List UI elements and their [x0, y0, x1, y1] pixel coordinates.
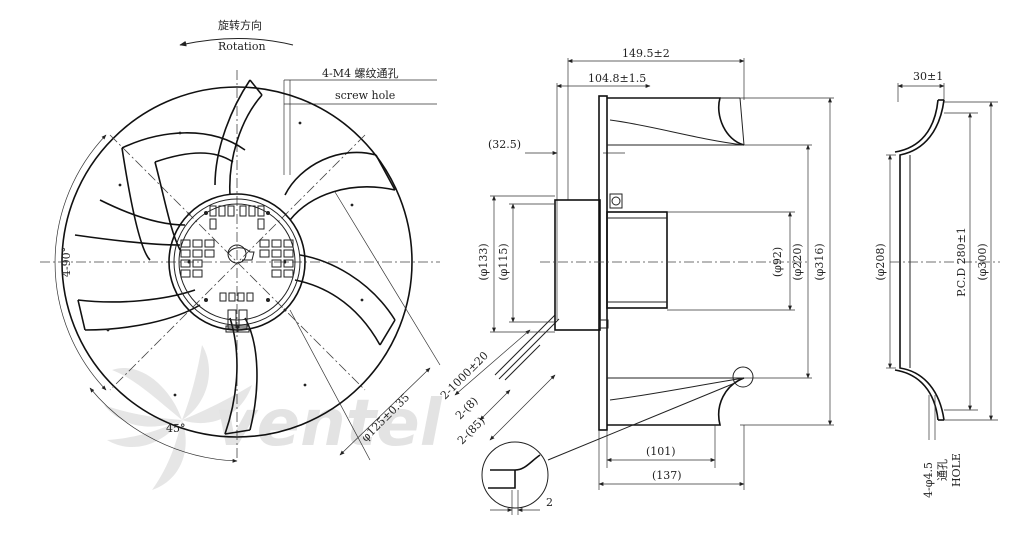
ring-view: 30±1 (φ208) P.C.D 280±1 (φ300) 4-φ4.5 通孔… [874, 70, 1000, 498]
motor-rotor [606, 211, 668, 309]
rotation-label-en: Rotation [218, 40, 266, 53]
impeller-blades [74, 79, 396, 435]
dim-300-label: (φ300) [976, 243, 989, 280]
rotation-label-cn: 旋转方向 [218, 18, 262, 32]
mounting-holes [106, 121, 364, 397]
dim-137-label: (137) [652, 469, 682, 482]
cable-length-label: 2-1000±20 [438, 349, 491, 402]
dim-2-label: 2 [546, 496, 553, 509]
dim-133-label: (φ133) [477, 243, 490, 280]
angle-90-label: 4-90° [60, 247, 73, 277]
hole-label: 4-φ4.5 [922, 462, 935, 498]
angle-45-label: 45° [166, 422, 186, 435]
side-view: 149.5±2 104.8±1.5 (32.5) [477, 47, 834, 515]
dim-316-label: (φ316) [813, 243, 826, 280]
dim-32-label: (32.5) [488, 138, 521, 151]
rotation-arrow [179, 38, 294, 47]
shroud-top [607, 97, 745, 146]
dim-101-label: (101) [646, 445, 676, 458]
hole-label-en: HOLE [950, 453, 963, 487]
inlet-ring-profile [899, 99, 945, 421]
dim-220-label: (φ220) [791, 243, 804, 280]
detail-view-circle [481, 441, 549, 509]
motor-body [554, 199, 601, 331]
screw-hole-label-cn: 4-M4 螺纹通孔 [322, 66, 398, 80]
dim-92-label: (φ92) [771, 247, 784, 277]
dim-149-label: 149.5±2 [622, 47, 670, 60]
hole-label-cn: 通孔 [936, 459, 949, 481]
cable-dimensions: 2-1000±20 2-(8) 2-(85) [438, 314, 560, 447]
dim-30-label: 30±1 [913, 70, 943, 83]
pcd-280-label: P.C.D 280±1 [955, 227, 968, 297]
motor-cooling-slots [180, 205, 294, 302]
screw-hole-label-en: screw hole [335, 89, 395, 102]
dim-115-label: (φ115) [497, 243, 510, 280]
shroud-bottom [607, 377, 745, 426]
dim-208-label: (φ208) [874, 243, 887, 280]
motor-logo-icon [227, 244, 255, 264]
cable-glands [225, 309, 250, 333]
dim-104-label: 104.8±1.5 [588, 72, 646, 85]
